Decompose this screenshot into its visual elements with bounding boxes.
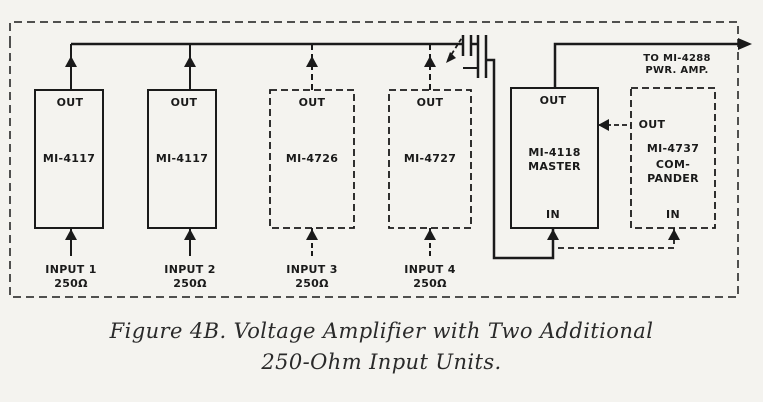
compander-label-1: COM- xyxy=(655,158,691,171)
figure-caption-line-2: 250-Ohm Input Units. xyxy=(261,350,502,374)
unit-4-model: MI-4727 xyxy=(403,152,457,165)
unit-box-1 xyxy=(34,89,104,229)
unit-1-model: MI-4117 xyxy=(42,152,96,165)
unit-2-out-arrow xyxy=(184,56,196,67)
pwr-amp-label-1: TO MI-4288 xyxy=(643,53,711,64)
unit-3-model: MI-4726 xyxy=(285,152,339,165)
unit-2-model: MI-4117 xyxy=(155,152,209,165)
compander-box xyxy=(630,87,716,229)
input-3-arrow xyxy=(306,229,318,240)
compander-out-label: OUT xyxy=(638,118,666,131)
master-model: MI-4118 xyxy=(528,146,581,159)
input-2-label: INPUT 2 xyxy=(164,263,216,276)
pwr-amp-label-2: PWR. AMP. xyxy=(645,65,709,76)
unit-3-out-arrow xyxy=(306,56,318,67)
figure-caption-line-1: Figure 4B. Voltage Amplifier with Two Ad… xyxy=(109,319,654,343)
master-in-label: IN xyxy=(546,208,560,221)
compander-out-arrow xyxy=(598,119,609,131)
input-4-label: INPUT 4 xyxy=(404,263,456,276)
master-label: MASTER xyxy=(528,160,581,173)
input-4-impedance: 250Ω xyxy=(413,277,447,290)
master-in-arrow xyxy=(547,229,559,240)
unit-4-out-arrow xyxy=(424,56,436,67)
compander-in-arrow xyxy=(668,229,680,240)
compander-in-label: IN xyxy=(666,208,680,221)
input-1-impedance: 250Ω xyxy=(54,277,88,290)
outer-enclosure xyxy=(9,21,739,298)
compander-label-2: PANDER xyxy=(647,172,699,185)
master-output-wire xyxy=(553,42,738,88)
unit-4-out-label: OUT xyxy=(416,96,444,109)
input-1-arrow xyxy=(65,229,77,240)
input-1-label: INPUT 1 xyxy=(45,263,97,276)
input-3-impedance: 250Ω xyxy=(295,277,329,290)
unit-box-2 xyxy=(147,89,217,229)
pwr-amp-arrow xyxy=(738,38,752,50)
unit-3-out-label: OUT xyxy=(298,96,326,109)
input-2-arrow xyxy=(184,229,196,240)
input-4-arrow xyxy=(424,229,436,240)
master-out-label: OUT xyxy=(539,94,567,107)
unit-2-out-label: OUT xyxy=(170,96,198,109)
unit-1-out-label: OUT xyxy=(56,96,84,109)
compander-model: MI-4737 xyxy=(646,142,700,155)
unit-1-out-arrow xyxy=(65,56,77,67)
input-3-label: INPUT 3 xyxy=(286,263,338,276)
input-2-impedance: 250Ω xyxy=(173,277,207,290)
